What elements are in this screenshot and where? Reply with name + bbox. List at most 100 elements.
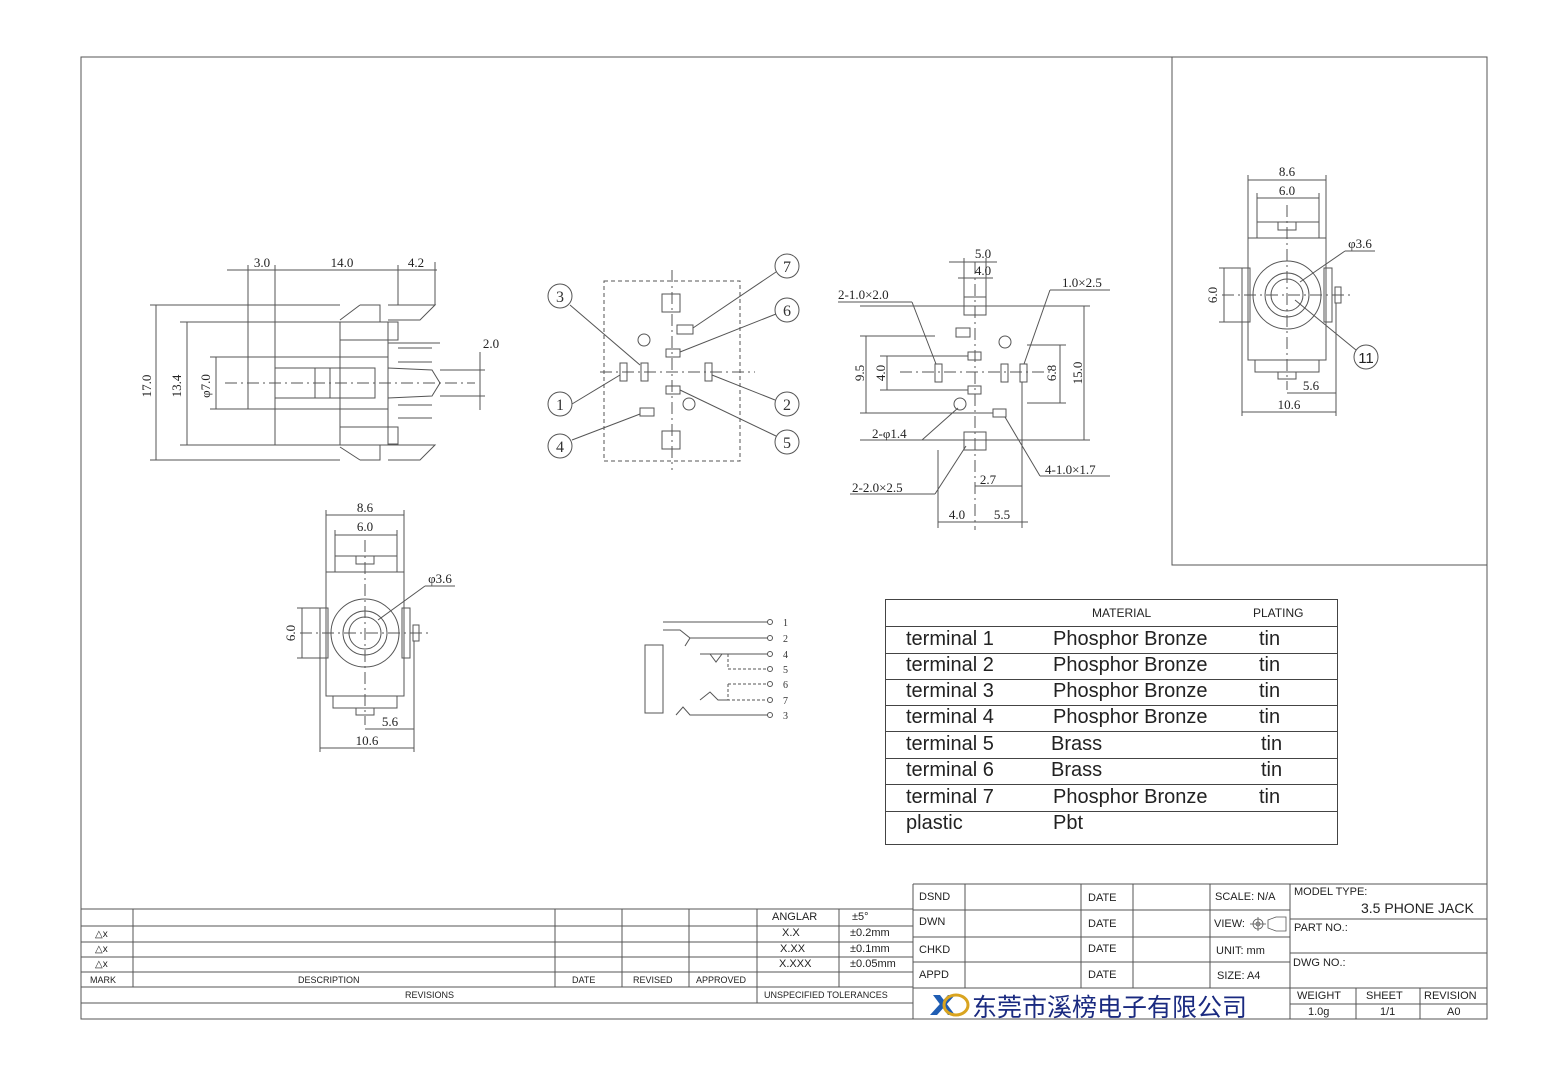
pcb-footprint-view — [838, 258, 1110, 530]
rear-view — [1219, 175, 1379, 416]
pin-callout-2: 2 — [783, 397, 791, 414]
fp-dim-9-5: 9.5 — [852, 365, 867, 381]
signoff-dsnd: DSND — [919, 891, 951, 903]
rear-view-frame — [1171, 56, 1488, 566]
fp-note-pad-a: 2-1.0×2.0 — [838, 287, 889, 302]
approved-header: APPROVED — [696, 975, 747, 985]
signoff-appd: APPD — [919, 969, 949, 981]
model-type-value: 3.5 PHONE JACK — [1361, 900, 1474, 916]
table-row: terminal 1 Phosphor Bronze tin — [886, 627, 1337, 654]
schematic-pin-7: 7 — [783, 696, 788, 707]
signoff-chkd: CHKD — [919, 944, 951, 956]
schematic-pin-1: 1 — [783, 618, 788, 629]
company-name: 东莞市溪榜电子有限公司 — [972, 993, 1248, 1022]
sheet-value: 1/1 — [1380, 1006, 1396, 1018]
side-dim-17: 17.0 — [139, 375, 154, 398]
part-cell: terminal 1 — [906, 628, 994, 650]
company-logo-icon — [930, 993, 970, 1017]
table-row: terminal 4 Phosphor Bronze tin — [886, 705, 1337, 732]
tolerance-label: X.X — [782, 927, 800, 939]
schematic-pin-4: 4 — [783, 650, 788, 661]
front-dim-6-h: 6.0 — [283, 625, 298, 641]
material-cell: Phosphor Bronze — [1053, 786, 1208, 808]
part-cell: terminal 4 — [906, 706, 994, 728]
revision-mark: △x — [95, 959, 108, 970]
side-dim-3: 3.0 — [254, 255, 270, 270]
material-cell: Pbt — [1053, 812, 1084, 834]
mark-header: MARK — [90, 975, 117, 985]
signoff-date: DATE — [1088, 918, 1117, 930]
fp-dim-5-5: 5.5 — [994, 507, 1010, 522]
part-no-label: PART NO.: — [1294, 922, 1348, 934]
signoff-date: DATE — [1088, 943, 1117, 955]
front-dim-10-6: 10.6 — [356, 733, 379, 748]
revisions-title: REVISIONS — [405, 990, 455, 1000]
signoff-dwn: DWN — [919, 916, 946, 928]
fp-note-pad-b: 1.0×2.5 — [1062, 275, 1102, 290]
tolerance-label: X.XXX — [779, 958, 812, 970]
tolerance-label: ANGLAR — [772, 911, 818, 923]
size-label: SIZE: A4 — [1217, 970, 1261, 982]
front-dim-5-6: 5.6 — [382, 714, 399, 729]
revision-mark: △x — [95, 929, 108, 940]
material-cell: Phosphor Bronze — [1053, 654, 1208, 676]
pin-callout-4: 4 — [556, 439, 564, 456]
material-cell: Brass — [1051, 759, 1103, 781]
rear-dim-10-6: 10.6 — [1278, 397, 1301, 412]
rear-dim-hole: φ3.6 — [1348, 236, 1372, 251]
sheet-label: SHEET — [1366, 990, 1403, 1002]
unit-label: UNIT: mm — [1216, 945, 1265, 957]
description-header: DESCRIPTION — [298, 975, 360, 985]
plating-cell: tin — [1259, 706, 1281, 728]
fp-note-pad-c: 2-2.0×2.5 — [852, 480, 903, 495]
part-cell: terminal 6 — [906, 759, 994, 781]
side-dim-13-4: 13.4 — [169, 374, 184, 397]
weight-label: WEIGHT — [1297, 990, 1341, 1002]
pin-callout-7: 7 — [783, 259, 791, 276]
revision-value: A0 — [1447, 1006, 1461, 1018]
pin-callout-view — [547, 253, 800, 470]
plating-cell: tin — [1259, 628, 1281, 650]
tolerance-value: ±5° — [852, 911, 869, 923]
front-dim-hole: φ3.6 — [428, 571, 452, 586]
sheet-border — [80, 56, 1488, 1020]
rear-dim-5-6: 5.6 — [1303, 378, 1320, 393]
plating-cell: tin — [1259, 786, 1281, 808]
tolerance-value: ±0.1mm — [850, 943, 890, 955]
view-label: VIEW: — [1214, 918, 1245, 930]
pin-callout-3: 3 — [556, 289, 564, 306]
fp-dim-4-bottom: 4.0 — [949, 507, 965, 522]
fp-note-hole: 2-φ1.4 — [872, 426, 907, 441]
revision-mark: △x — [95, 944, 108, 955]
fp-dim-4: 4.0 — [975, 263, 991, 278]
tolerance-value: ±0.2mm — [850, 927, 890, 939]
jack-schematic — [644, 619, 773, 718]
plating-cell: tin — [1259, 654, 1281, 676]
signoff-date: DATE — [1088, 969, 1117, 981]
schematic-pin-5: 5 — [783, 665, 788, 676]
dwg-no-label: DWG NO.: — [1293, 957, 1346, 969]
model-type-label: MODEL TYPE: — [1294, 886, 1368, 898]
side-dim-dia-7: φ7.0 — [198, 374, 213, 398]
side-dim-2: 2.0 — [483, 336, 499, 351]
fp-dim-6-8: 6.8 — [1044, 365, 1059, 381]
title-block-grid — [81, 883, 1487, 1019]
weight-value: 1.0g — [1308, 1006, 1330, 1018]
schematic-pin-3: 3 — [783, 711, 788, 722]
part-cell: terminal 2 — [906, 654, 994, 676]
material-cell: Phosphor Bronze — [1053, 628, 1208, 650]
plating-cell: tin — [1261, 733, 1283, 755]
part-cell: terminal 7 — [906, 786, 994, 808]
material-cell: Phosphor Bronze — [1053, 706, 1208, 728]
table-row: terminal 7 Phosphor Bronze tin — [886, 785, 1337, 812]
tolerance-label: X.XX — [780, 943, 806, 955]
part-cell: terminal 3 — [906, 680, 994, 702]
date-header: DATE — [572, 975, 596, 985]
signoff-date: DATE — [1088, 892, 1117, 904]
front-view — [297, 510, 455, 752]
material-header: MATERIAL — [1092, 606, 1152, 620]
tolerances-title: UNSPECIFIED TOLERANCES — [764, 990, 888, 1000]
